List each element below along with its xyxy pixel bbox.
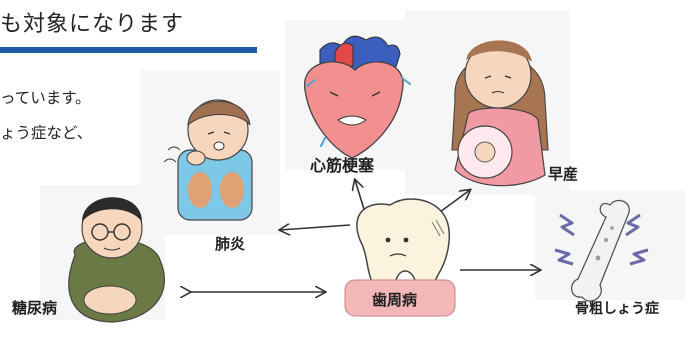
pneumonia-label: 肺炎 — [215, 235, 246, 253]
pneumonia-illustration — [163, 99, 253, 221]
periodontal-label-box — [344, 279, 456, 317]
preterm-label: 早産 — [548, 165, 579, 183]
heart-illustration — [304, 35, 411, 159]
periodontal-label: 歯周病 — [372, 291, 418, 309]
body-text-line-1: っています。 — [0, 89, 91, 107]
heart-label: 心筋梗塞 — [310, 156, 375, 175]
osteoporosis-label: 骨粗しょう症 — [575, 301, 659, 317]
osteoporosis-illustration — [554, 199, 649, 302]
heading-underline — [0, 47, 257, 53]
preterm-illustration — [451, 40, 549, 187]
section-heading: も対象になります — [0, 0, 260, 53]
diabetes-illustration — [68, 197, 165, 323]
body-text-line-2: ょう症など、 — [0, 124, 93, 142]
tooth-illustration — [356, 198, 451, 293]
arrow-to-pneumonia — [280, 225, 351, 230]
diabetes-label: 糖尿病 — [12, 299, 58, 317]
heading-text: も対象になります — [0, 12, 185, 37]
